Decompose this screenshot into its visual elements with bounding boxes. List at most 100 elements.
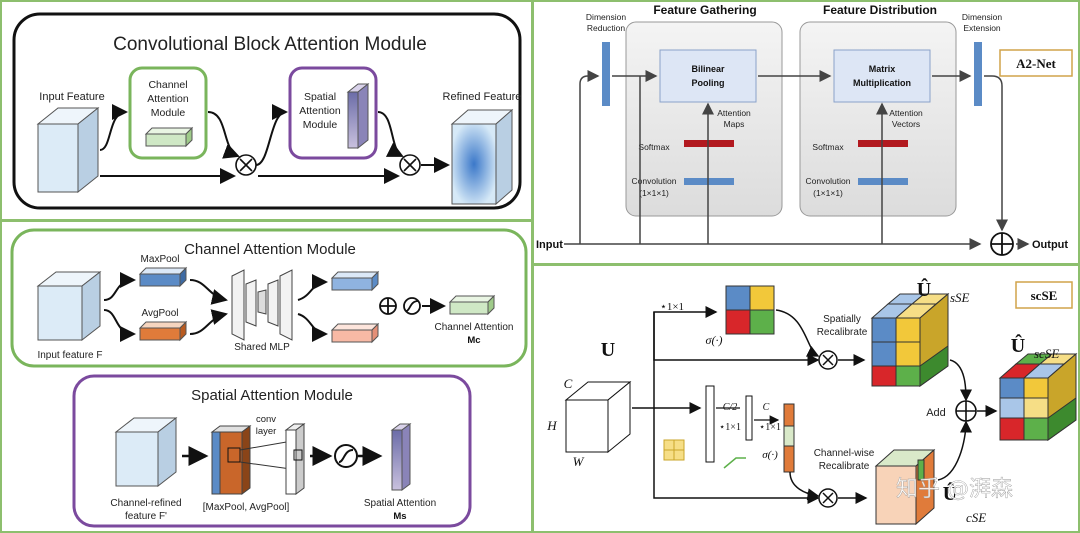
channel-module-l2: Attention xyxy=(147,93,189,105)
cbam-to-spatial-arrow xyxy=(255,104,288,166)
spatially-l1: Spatially xyxy=(823,314,861,325)
avgpool-label: AvgPool xyxy=(141,308,178,319)
cam-input-label: Input feature F xyxy=(37,350,102,361)
sam-pool-label: [MaxPool, AvgPool] xyxy=(203,502,290,513)
cbam-channel-out-arrow xyxy=(207,111,240,159)
conv-label-1-l1: Convolution xyxy=(632,176,677,186)
channel-fc1-bar xyxy=(745,395,753,441)
channel-wise-l2: Recalibrate xyxy=(819,461,870,472)
avgpool-to-mlp-arrow xyxy=(189,309,228,335)
u-label: U xyxy=(601,339,615,361)
maxpool-to-mlp-arrow xyxy=(189,279,228,305)
attn-vectors-l1: Attention xyxy=(889,108,923,118)
cam-output-symbol: Mc xyxy=(467,335,480,346)
a2net-add-symbol xyxy=(990,232,1014,256)
matmul-l2: Multiplication xyxy=(853,78,911,88)
sam-output-symbol: Ms xyxy=(393,511,406,522)
cam-diagram: Channel Attention Module Input feature F… xyxy=(10,228,528,368)
bilinear-l2: Pooling xyxy=(692,78,725,88)
channel-attention-bar xyxy=(144,126,194,148)
spatial-module-l1: Spatial xyxy=(304,91,336,103)
spatial-attention-output xyxy=(390,423,412,491)
sam-output-label: Spatial Attention xyxy=(364,498,436,509)
cam-output-label: Channel Attention xyxy=(435,322,514,333)
attn-vectors-l2: Vectors xyxy=(892,119,920,129)
spatially-l2: Recalibrate xyxy=(817,327,868,338)
softmax-bar-2 xyxy=(858,140,908,147)
u-cse-sub: cSE xyxy=(966,510,986,525)
pooling-grid-icon xyxy=(663,439,685,461)
cse-output-cube xyxy=(874,448,936,526)
bilinear-pooling-box xyxy=(659,49,757,103)
sam-sigmoid-symbol xyxy=(334,444,358,468)
a2net-diagram: Feature Gathering Feature Distribution D… xyxy=(536,3,1073,256)
cse-to-add-arrow xyxy=(937,420,972,481)
channel-weight-vector xyxy=(783,403,795,473)
scse-panel-frame xyxy=(532,264,1080,533)
refined-feature-cube xyxy=(450,108,514,206)
mlp-to-blue-arrow xyxy=(297,274,328,301)
maxpool-label: MaxPool xyxy=(141,254,180,265)
mlp-out-blue xyxy=(330,270,380,292)
c-dim-label: C xyxy=(564,376,573,391)
conv-label-2-l1: Convolution xyxy=(806,176,851,186)
watermark-text: 知乎 @湃森 xyxy=(896,477,1013,502)
input-feature-label: Input Feature xyxy=(39,91,104,103)
u-sse-sub: sSE xyxy=(950,290,970,305)
a2net-output-label: Output xyxy=(1032,239,1068,251)
dim-reduction-l2: Reduction xyxy=(587,23,626,33)
channel-module-l1: Channel xyxy=(148,79,187,91)
u-to-sse-multiply xyxy=(653,312,820,366)
spatial-module-l2: Attention xyxy=(299,105,341,117)
spatial-module-l3: Module xyxy=(303,119,338,131)
channel-attention-output xyxy=(448,294,496,316)
conv-layer-l2: layer xyxy=(256,426,277,437)
scse-diagram: scSE U C H W ⋆1×1 σ(·) Spatially Recalib… xyxy=(546,277,1078,526)
shared-mlp-label: Shared MLP xyxy=(234,342,290,353)
channel-sigma-label: σ(·) xyxy=(762,449,778,461)
relu-icon xyxy=(723,457,746,469)
conv-bar-1 xyxy=(684,178,734,185)
add-label: Add xyxy=(926,407,946,419)
input-to-reduction-arrow xyxy=(579,70,600,244)
cbam-to-channel-arrow xyxy=(99,104,128,151)
maxpool-bar xyxy=(138,266,188,288)
channel-squeeze-bar xyxy=(705,385,715,463)
cbam-multiply-2 xyxy=(399,154,421,176)
u-sse-label: Û xyxy=(917,277,931,301)
u-scse-sub: scSE xyxy=(1034,346,1059,361)
channel-to-multiply-arrow xyxy=(789,471,820,501)
refined-feature-label: Refined Feature xyxy=(443,91,522,103)
sse-multiply xyxy=(818,350,838,370)
scse-output-cube xyxy=(998,352,1078,441)
avgpool-bar xyxy=(138,320,188,342)
channel-module-l3: Module xyxy=(151,107,186,119)
mlp-out-pink xyxy=(330,322,380,344)
softmax-bar-1 xyxy=(684,140,734,147)
cbam-outline xyxy=(12,12,522,210)
u-cse-label: Û xyxy=(943,481,957,505)
softmax-label-2: Softmax xyxy=(812,142,844,152)
spatial-to-multiply-arrow xyxy=(775,309,820,357)
sam-input-l1: Channel-refined xyxy=(110,498,181,509)
sam-input-l2: feature F' xyxy=(125,511,167,522)
channel-conv2-label: ⋆1×1 xyxy=(759,422,781,433)
conv-bar-2 xyxy=(858,178,908,185)
sse-output-cube xyxy=(870,292,950,387)
dim-extension-bar xyxy=(974,42,982,106)
channel-wise-l1: Channel-wise xyxy=(814,448,875,459)
cse-multiply xyxy=(818,488,838,508)
a2net-tag-box xyxy=(999,49,1073,77)
sse-to-add-arrow xyxy=(949,359,972,402)
sam-title: Spatial Attention Module xyxy=(191,387,353,404)
feature-gathering-title: Feature Gathering xyxy=(653,3,756,17)
bilinear-l1: Bilinear xyxy=(691,64,725,74)
dim-reduction-bar xyxy=(602,42,610,106)
cam-title: Channel Attention Module xyxy=(184,241,356,258)
attn-maps-l1: Attention xyxy=(717,108,751,118)
sam-outline xyxy=(72,374,472,528)
u-tensor-cube xyxy=(564,380,632,454)
dim-extension-l1: Dimension xyxy=(962,12,1002,22)
